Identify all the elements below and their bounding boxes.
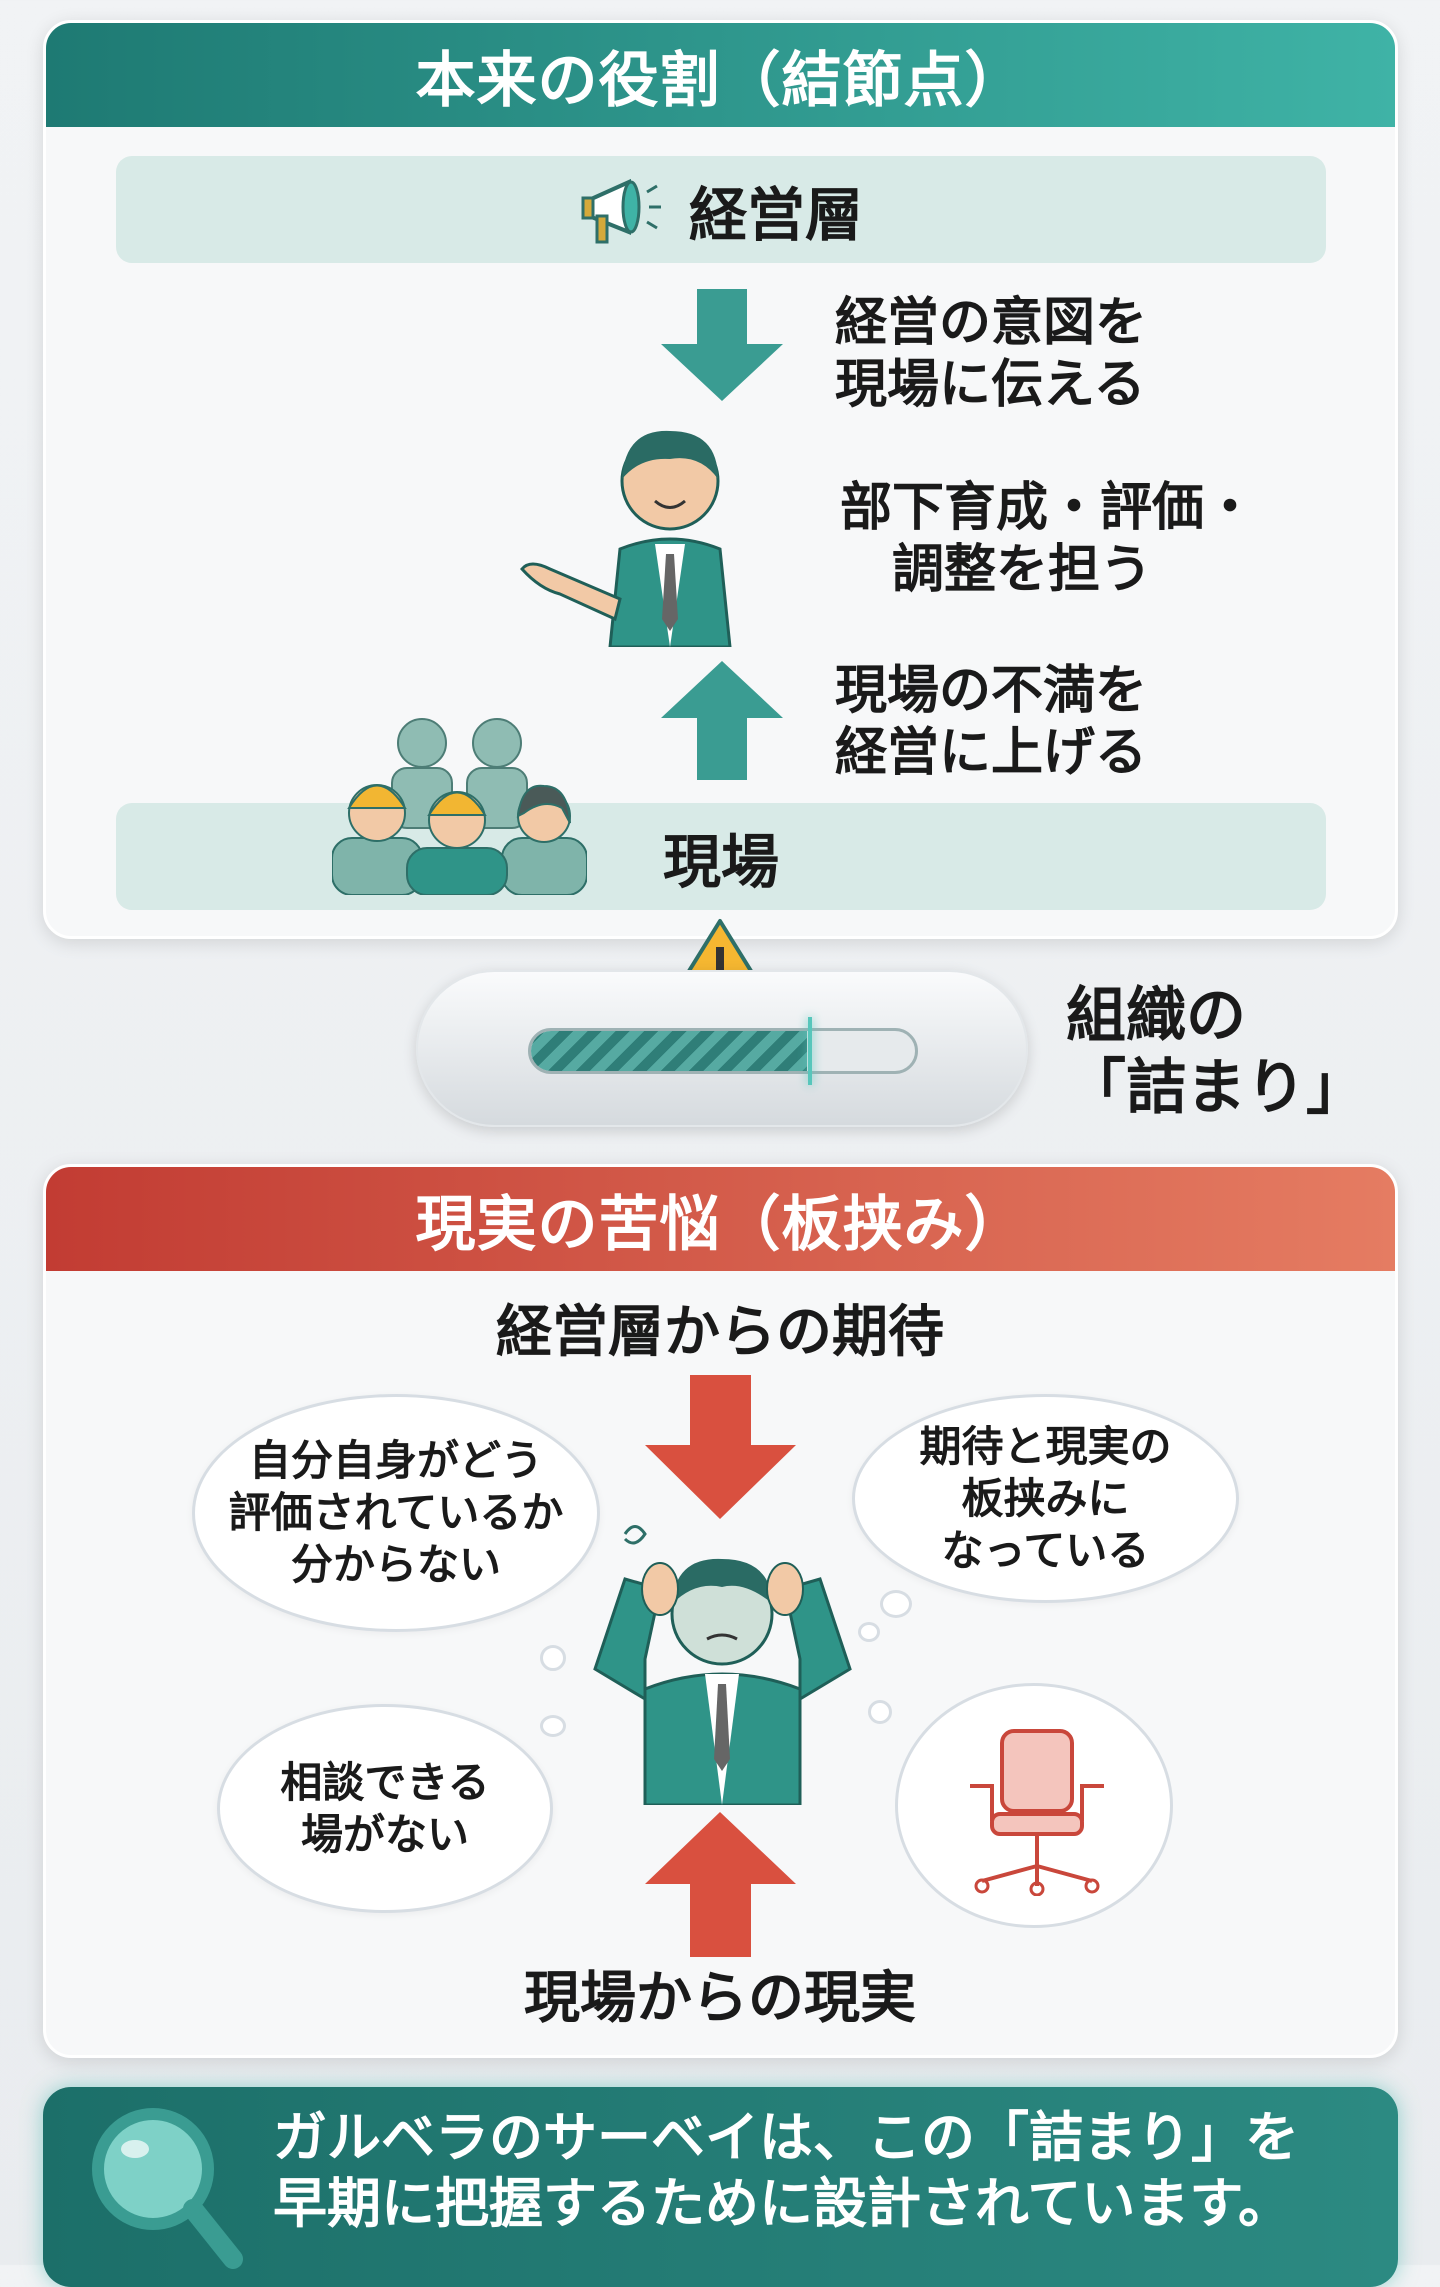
- footer-banner: ガルベラのサーベイは、この「詰まり」を 早期に把握するために設計されています。: [43, 2087, 1398, 2287]
- role-title: 本来の役割（結節点）: [46, 23, 1395, 127]
- thought-bubble-evaluation: 自分自身がどう 評価されているか 分からない: [192, 1394, 600, 1632]
- worried-manager-illustration: [593, 1525, 852, 1805]
- thought-bubble-no-consultation: 相談できる 場がない: [217, 1704, 553, 1913]
- down-text: 経営の意図を 現場に伝える: [835, 293, 1148, 415]
- management-label: 経営層: [688, 180, 863, 249]
- bottleneck-label: 組織の 「詰まり」: [1066, 981, 1366, 1123]
- empty-chair-icon: [970, 1729, 1104, 1896]
- up-text: 現場の不満を 経営に上げる: [835, 661, 1148, 783]
- struggle-title: 現実の苦悩（板挟み）: [46, 1167, 1395, 1271]
- dizzy-icon: [623, 1525, 647, 1545]
- footer-line-2: 早期に把握するために設計されています。: [273, 2172, 1292, 2235]
- reality-label: 現場からの現実: [524, 1966, 916, 2031]
- footer-line-1: ガルベラのサーベイは、この「詰まり」を: [273, 2106, 1299, 2169]
- manager-illustration: [520, 430, 732, 647]
- magnifier-icon: [92, 2108, 243, 2269]
- megaphone-icon: [581, 178, 661, 243]
- down-red-arrow-icon: [645, 1375, 796, 1519]
- up-red-arrow-icon: [645, 1812, 796, 1957]
- chair-bubble: [895, 1683, 1173, 1928]
- field-band: 現場: [116, 803, 1326, 910]
- clogged-bar: [528, 1028, 918, 1074]
- down-arrow-icon: [661, 289, 783, 401]
- pipe-illustration: [416, 970, 1028, 1127]
- workers-illustration: [332, 718, 587, 895]
- middle-text: 部下育成・評価・ 調整を担う: [840, 478, 1257, 600]
- thought-bubble-sandwiched: 期待と現実の 板挟みに なっている: [852, 1394, 1239, 1603]
- management-band: 経営層: [116, 156, 1326, 263]
- expectation-label: 経営層からの期待: [496, 1300, 944, 1365]
- field-label: 現場: [662, 827, 779, 896]
- up-arrow-icon: [661, 661, 783, 780]
